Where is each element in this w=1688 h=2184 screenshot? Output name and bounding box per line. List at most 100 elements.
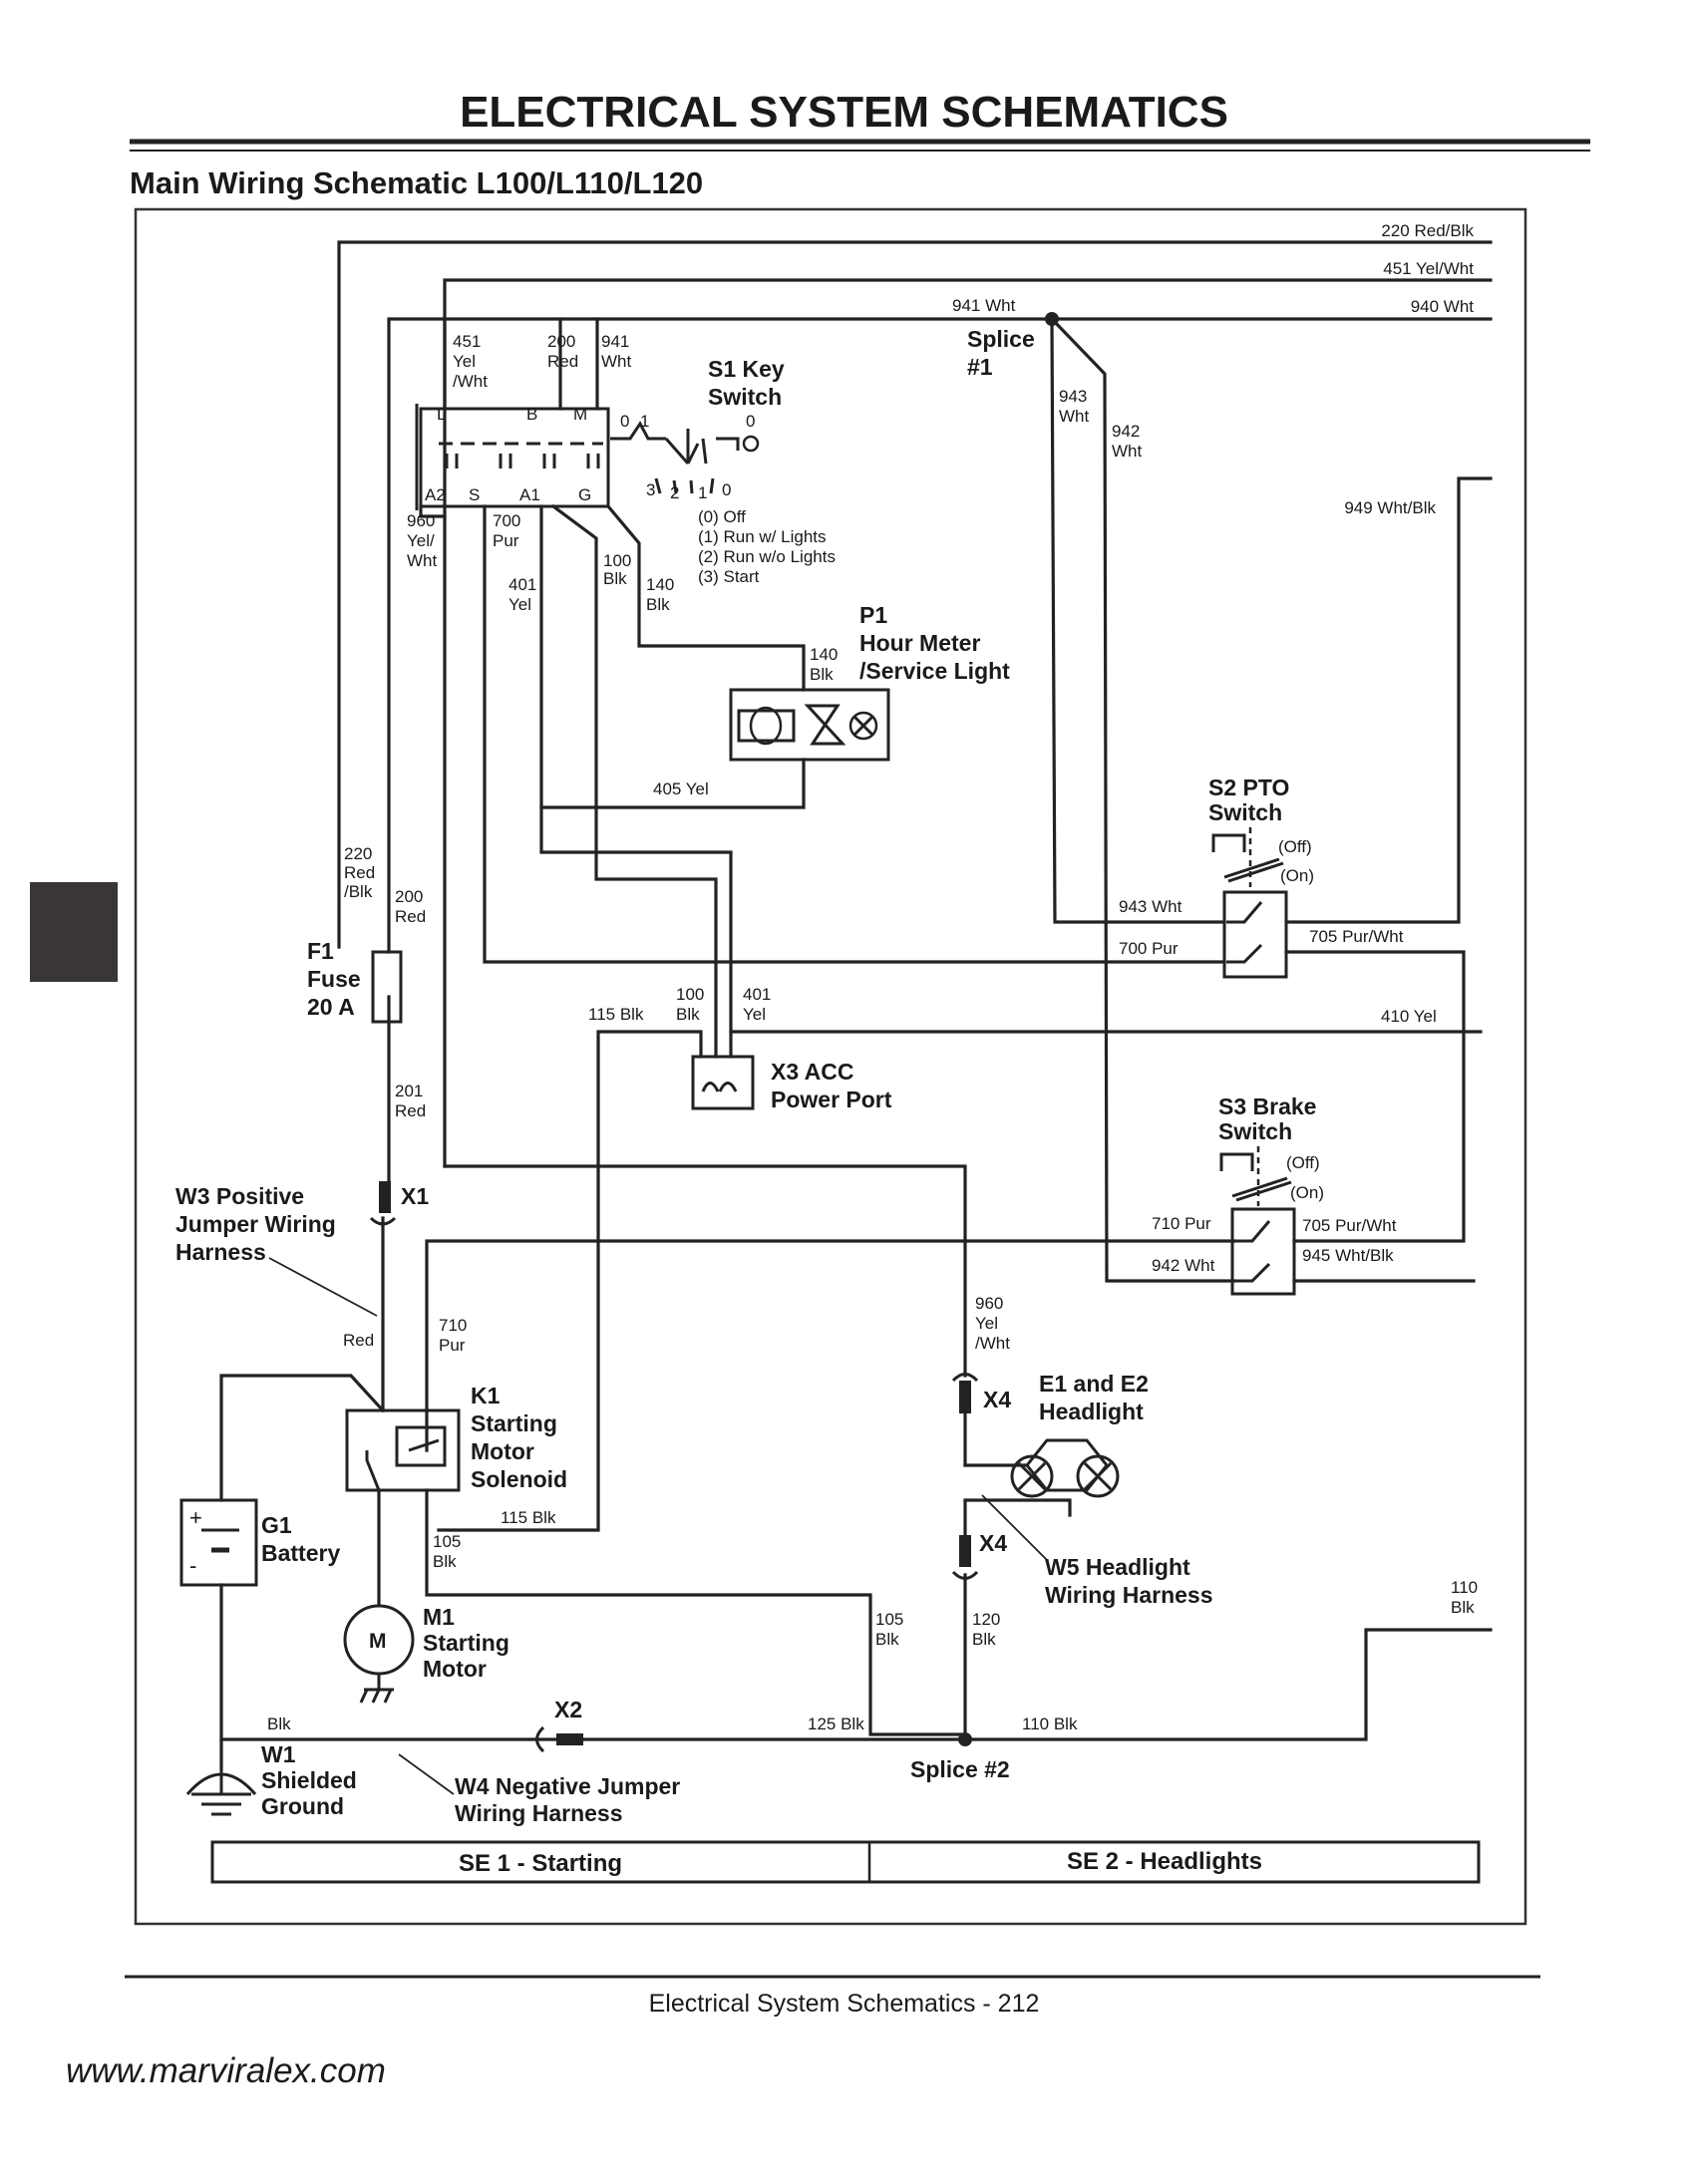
label-941: 941 Wht [952, 296, 1016, 315]
wire-labels: 220 Red/Blk 451 Yel/Wht 940 Wht 941 Wht … [267, 221, 1478, 1733]
s1-term-m: M [573, 405, 587, 424]
starting-motor-m1 [343, 1604, 415, 1704]
leader-lines [268, 1257, 1048, 1795]
svg-text:+: + [189, 1505, 202, 1530]
pto-switch-s2 [1211, 827, 1288, 979]
s1-pos-1: 1 [640, 412, 649, 431]
svg-text:-: - [189, 1553, 196, 1578]
wire-700 [483, 504, 1226, 964]
wire-200 [387, 317, 599, 954]
label-115a: 115 Blk [588, 1005, 644, 1024]
wire-401 [539, 504, 733, 1059]
brake-switch-s3 [1219, 1146, 1296, 1296]
s1-legend: (0) Off(1) Run w/ Lights(2) Run w/o Ligh… [698, 507, 836, 586]
label-220: 220 Red/Blk [1381, 221, 1474, 240]
x2-label: X2 [554, 1697, 582, 1722]
s1-pos-2: 2 [670, 483, 679, 502]
label-110b: 110 Blk [1022, 1715, 1078, 1733]
x1-label: X1 [401, 1183, 429, 1209]
label-710b: 710 Pur [1152, 1214, 1211, 1233]
hour-meter-p1 [729, 688, 890, 762]
wire-100 [550, 503, 718, 1059]
wire-943 [1050, 317, 1226, 924]
label-940: 940 Wht [1411, 297, 1475, 316]
s1-term-a2: A2 [425, 485, 446, 504]
s1-pos-1b: 1 [698, 483, 707, 502]
label-949: 949 Wht/Blk [1344, 498, 1436, 517]
label-410: 410 Yel [1381, 1007, 1437, 1026]
splice2-label: Splice #2 [910, 1756, 1010, 1782]
connector-x4-upper [951, 1373, 979, 1413]
starting-solenoid-k1 [345, 1408, 461, 1492]
wire-125 [581, 1628, 1493, 1741]
splice-2-dot [958, 1732, 972, 1746]
label-943b: 943 Wht [1119, 897, 1182, 916]
shielded-ground-w1 [185, 1769, 257, 1816]
wire-405 [539, 758, 806, 809]
section-bar [210, 1840, 1481, 1884]
s1-pos-3: 3 [646, 480, 655, 499]
key-switch-s1 [415, 404, 760, 510]
watermark-url: www.marviralex.com [66, 2051, 386, 2090]
page-footer: Electrical System Schematics - 212 [648, 1990, 1040, 2018]
label-red: Red [343, 1331, 374, 1350]
x4-lower-label: X4 [979, 1530, 1007, 1556]
connector-x2 [535, 1725, 583, 1753]
headlights-e1-e2 [1010, 1438, 1120, 1498]
s2-on: (On) [1280, 866, 1314, 885]
wire-705 [1284, 950, 1466, 1243]
s1-term-g: G [578, 485, 591, 504]
motor-symbol: M [369, 1630, 387, 1653]
wire-network [219, 240, 1493, 1771]
label-700b: 700 Pur [1119, 939, 1179, 958]
binder-tab [30, 882, 118, 982]
s1-term-s: S [469, 485, 480, 504]
s3-off: (Off) [1286, 1153, 1320, 1172]
label-115b: 115 Blk [501, 1508, 556, 1527]
s3-on: (On) [1290, 1183, 1324, 1202]
splice1-label: Splice#1 [967, 326, 1035, 380]
wire-710 [425, 1239, 1236, 1452]
splice-1-dot [1045, 312, 1059, 326]
wire-949 [1284, 476, 1493, 924]
wire-942 [1049, 316, 1236, 1283]
label-405: 405 Yel [653, 780, 709, 798]
wire-451 [443, 278, 1493, 1168]
x4-upper-label: X4 [983, 1387, 1011, 1412]
page-title: ELECTRICAL SYSTEM SCHEMATICS [460, 88, 1228, 137]
s1-pos-0b: 0 [746, 412, 755, 431]
wire-headlight-ground [963, 1498, 1072, 1537]
label-125: 125 Blk [808, 1715, 864, 1733]
